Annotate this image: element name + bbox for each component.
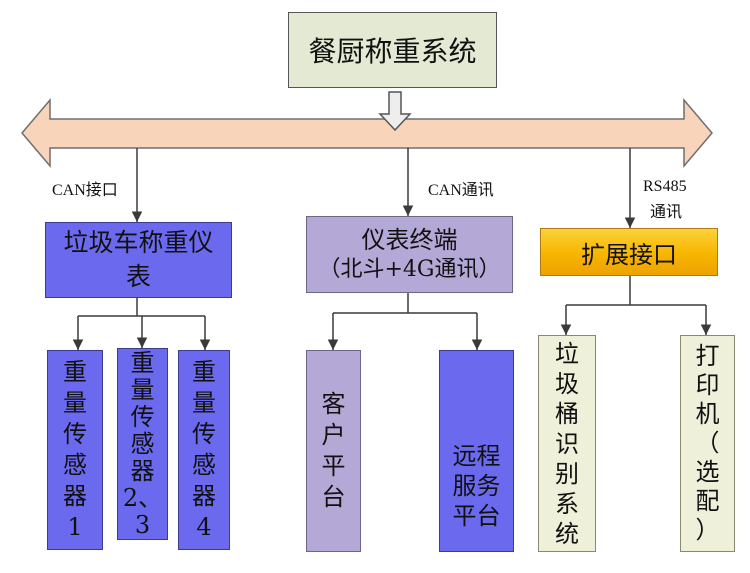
label-glyph: 传	[130, 402, 155, 431]
terminal-node: 仪表终端 （北斗+4G通讯）	[306, 216, 513, 293]
terminal-subtitle: （北斗+4G通讯）	[318, 256, 501, 282]
label-glyph: 平	[321, 452, 346, 480]
label-glyph: 户	[321, 421, 346, 449]
weight-sensor-1-node: 重量传感器 1	[47, 350, 103, 550]
label-glyph: 1	[67, 513, 83, 541]
label-glyph: 器	[63, 482, 87, 510]
truck-scale-title: 垃圾车称重仪表	[63, 228, 214, 291]
label-glyph: 台	[321, 483, 346, 511]
can-communication-label: CAN通讯	[428, 182, 494, 199]
label-glyph: 桶	[555, 399, 579, 428]
weight-sensor-4-label: 重量传感器 4	[192, 357, 216, 543]
label-glyph: 机	[695, 400, 720, 428]
label-glyph: 打	[695, 342, 720, 370]
expansion-trunk-line	[566, 276, 706, 306]
system-to-bus-arrow	[378, 91, 412, 132]
client-platform-node: 客户平台	[306, 350, 361, 552]
weight-sensor-4-node: 重量传感器 4	[178, 350, 230, 550]
remote-service-platform-node: 远程服务平台	[439, 350, 514, 552]
label-glyph: 感	[63, 451, 87, 479]
label-glyph: 传	[192, 420, 216, 448]
label-glyph: 感	[192, 451, 216, 479]
weight-sensor-1-label: 重量传感器 1	[63, 357, 87, 543]
client-platform-label: 客户平台	[322, 389, 346, 513]
label-glyph: 配	[695, 487, 720, 515]
remote-service-platform-label: 远程服务平台	[452, 442, 501, 530]
label-glyph: 器	[192, 482, 216, 510]
bin-recognition-label: 垃圾桶识别系统	[555, 339, 579, 549]
label-glyph: 重	[192, 358, 216, 386]
terminal-trunk-line	[333, 293, 477, 314]
label-glyph: 传	[63, 420, 87, 448]
label-glyph: 量	[130, 375, 155, 404]
rs485-label: RS485	[643, 178, 687, 195]
label-glyph: 印	[695, 371, 720, 399]
label-glyph: 4	[196, 513, 212, 541]
terminal-title: 仪表终端	[361, 225, 458, 254]
label-glyph: 量	[192, 389, 216, 417]
system-title-node: 餐厨称重系统	[288, 12, 497, 88]
label-glyph: 客	[321, 390, 346, 418]
label-glyph: 感	[130, 429, 155, 458]
label-glyph: （	[695, 429, 720, 457]
label-glyph: 2、	[122, 483, 163, 512]
printer-node: 打印机（选配）	[680, 335, 735, 552]
label-glyph: 重	[130, 348, 155, 377]
rs485-communication-label: 通讯	[650, 204, 683, 221]
label-glyph: 重	[63, 358, 87, 386]
truck-scale-trunk-line	[78, 298, 205, 317]
expansion-title: 扩展接口	[581, 240, 677, 269]
printer-label: 打印机（选配）	[696, 342, 720, 545]
system-title: 餐厨称重系统	[308, 35, 477, 68]
label-glyph: 圾	[555, 369, 579, 398]
bin-recognition-node: 垃圾桶识别系统	[538, 335, 596, 552]
label-glyph: 别	[555, 459, 579, 488]
label-glyph: 系	[555, 489, 579, 518]
label-glyph: 器	[130, 456, 155, 485]
communication-bus-arrow	[21, 97, 713, 169]
label-glyph: 选	[695, 458, 720, 486]
label-glyph: 垃	[555, 339, 579, 368]
label-glyph: 统	[555, 519, 579, 548]
expansion-interface-node: 扩展接口	[540, 228, 718, 276]
label-glyph: 3	[134, 510, 151, 539]
label-glyph: 识	[555, 429, 579, 458]
truck-scale-node: 垃圾车称重仪表	[45, 222, 232, 298]
label-glyph: 量	[63, 389, 87, 417]
label-glyph: ）	[695, 516, 720, 544]
can-interface-label: CAN接口	[52, 182, 118, 199]
